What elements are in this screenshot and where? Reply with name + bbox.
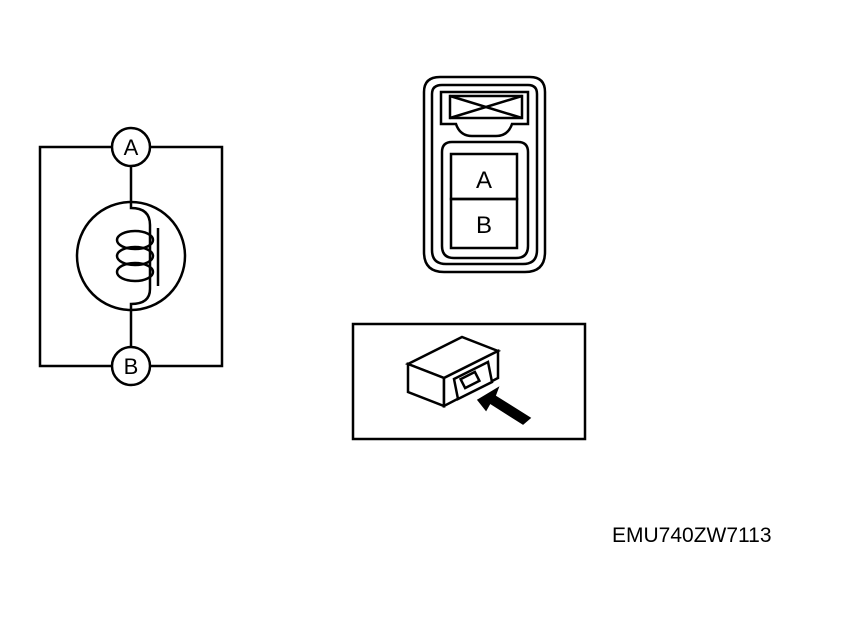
- figure-code: EMU740ZW7113: [612, 524, 772, 547]
- connector-latch-outline: [439, 90, 530, 138]
- terminal-a-circle: [110, 126, 152, 168]
- coil-loop-1: [115, 229, 155, 251]
- connector-cavity: [440, 140, 530, 260]
- view-arrow-icon: [476, 386, 532, 425]
- view-frame: [351, 322, 587, 441]
- connector-plug-slot: [458, 370, 482, 390]
- pin-b-label: B: [476, 212, 492, 239]
- wire-loop: [38, 145, 224, 368]
- coil-loop-2: [115, 245, 155, 267]
- coil-loop-3: [115, 261, 155, 283]
- connector-face: [422, 75, 547, 274]
- pin-b-cell: [449, 197, 519, 250]
- circuit-schematic: [38, 126, 224, 387]
- component-circle: [75, 200, 187, 312]
- connector-housing-outer: [422, 75, 547, 274]
- terminal-b-label: B: [124, 354, 139, 379]
- view-direction-box: [351, 322, 587, 441]
- latch-box: [448, 94, 524, 120]
- pin-a-label: A: [476, 167, 492, 194]
- terminal-b-circle: [110, 345, 152, 387]
- latch-x-2: [449, 94, 523, 120]
- terminal-a-label: A: [124, 135, 139, 160]
- connector-housing-middle: [430, 83, 539, 266]
- coil-icon: [129, 200, 152, 312]
